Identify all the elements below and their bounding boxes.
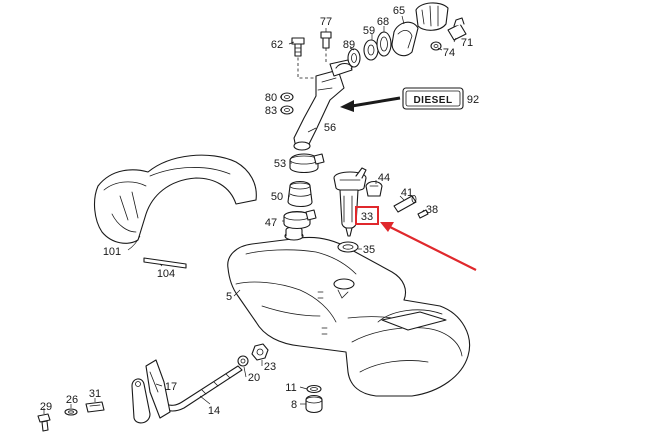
spring-clip — [85, 401, 105, 413]
callout-104: 104 — [157, 268, 175, 280]
strip — [143, 257, 187, 269]
drain-plug — [305, 394, 323, 414]
callout-77: 77 — [320, 16, 332, 28]
callout-33: 33 — [361, 211, 373, 223]
small-pin — [417, 209, 429, 219]
washer — [363, 39, 379, 61]
gasket — [376, 31, 392, 57]
diesel-pointer-arrow — [351, 96, 401, 108]
lock-washer — [237, 355, 249, 367]
callout-labels: 77 65 68 59 62 89 71 74 80 83 92 56 53 4… — [40, 5, 479, 417]
screw — [320, 31, 332, 49]
callout-65: 65 — [393, 5, 405, 17]
callout-56: 56 — [324, 122, 336, 134]
callout-20: 20 — [248, 372, 260, 384]
fuel-sender-unit — [333, 167, 367, 237]
callout-11: 11 — [285, 382, 296, 394]
callout-89: 89 — [343, 39, 355, 51]
callout-17: 17 — [165, 381, 177, 393]
spacer — [280, 105, 294, 115]
flat-washer — [64, 408, 78, 416]
callout-59: 59 — [363, 25, 375, 37]
callout-31: 31 — [89, 388, 101, 400]
strap-bracket — [131, 359, 171, 424]
diesel-label: DIESEL — [402, 87, 464, 110]
hex-nut — [251, 343, 269, 361]
bolt — [291, 37, 305, 57]
diesel-tag-text: DIESEL — [413, 95, 452, 106]
leader-lines — [43, 15, 457, 414]
callout-38: 38 — [426, 204, 438, 216]
callout-80: 80 — [265, 92, 277, 104]
callout-92: 92 — [467, 94, 479, 106]
callout-41: 41 — [401, 187, 413, 199]
callout-47: 47 — [265, 217, 277, 229]
drain-seal — [306, 384, 322, 394]
callout-68: 68 — [377, 16, 389, 28]
callout-53: 53 — [274, 158, 286, 170]
sender-seal — [337, 241, 359, 253]
callout-83: 83 — [265, 105, 277, 117]
callout-14: 14 — [208, 405, 220, 417]
fuel-tank — [227, 226, 470, 397]
callout-35: 35 — [363, 244, 375, 256]
rubber-sleeve — [287, 180, 313, 208]
sealing-ring — [347, 48, 361, 68]
highlight-box — [355, 206, 379, 225]
fuel-cap — [415, 2, 449, 31]
callout-74: 74 — [443, 47, 455, 59]
highlight-arrow — [387, 225, 477, 271]
callout-29: 29 — [40, 401, 52, 413]
hose-clamp-lower — [283, 209, 317, 230]
callout-62: 62 — [271, 39, 283, 51]
hose-clip — [365, 180, 383, 197]
filler-ring — [391, 21, 419, 57]
callout-101: 101 — [103, 246, 121, 258]
hose-clamp-upper — [289, 153, 325, 174]
callout-23: 23 — [264, 361, 276, 373]
filler-neck — [293, 59, 353, 151]
grommet — [280, 92, 294, 102]
heat-shield — [93, 154, 257, 244]
callout-8: 8 — [291, 399, 297, 411]
callout-50: 50 — [271, 191, 283, 203]
callout-5: 5 — [226, 291, 232, 303]
vent-valve — [447, 17, 467, 41]
mounting-screw — [37, 413, 51, 432]
callout-44: 44 — [378, 172, 390, 184]
callout-71: 71 — [461, 37, 473, 49]
callout-26: 26 — [66, 394, 78, 406]
fuel-hose — [393, 195, 417, 213]
